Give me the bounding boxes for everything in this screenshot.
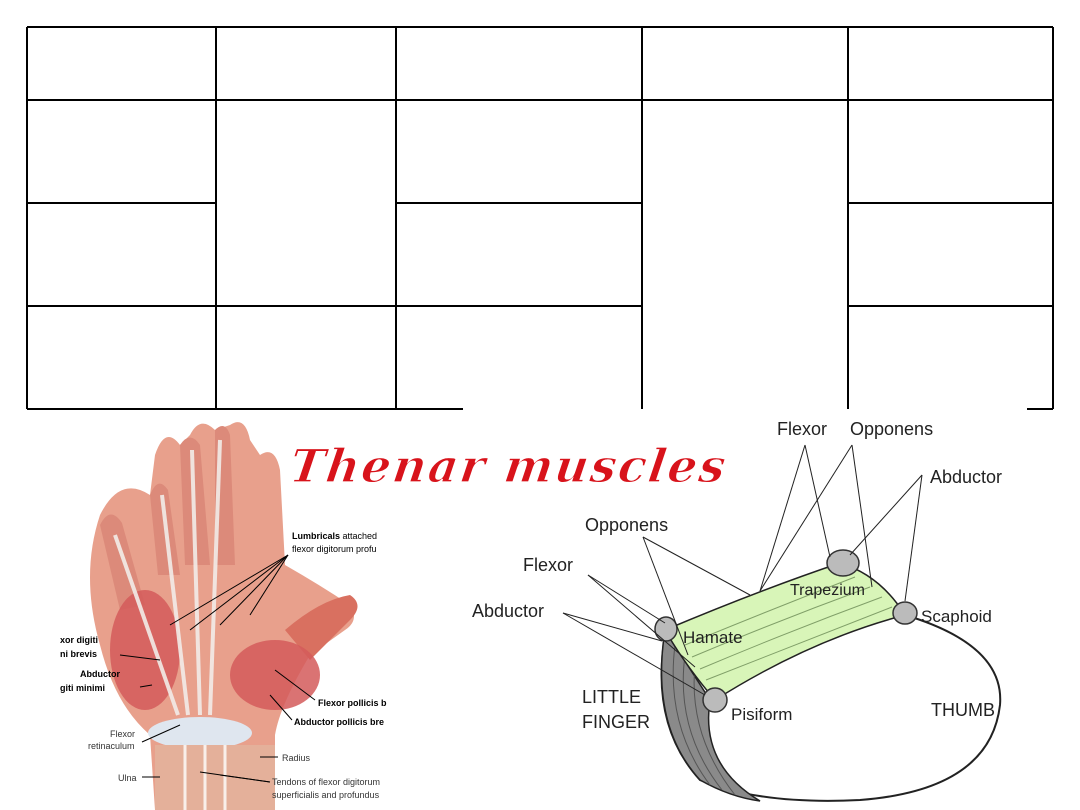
label-flexor-left: Flexor (523, 555, 573, 575)
forearm (155, 745, 275, 810)
thumb (285, 595, 358, 660)
label-abductor-digiti-2: giti minimi (60, 683, 105, 693)
page-title: Thenar muscles (290, 439, 731, 493)
label-opponens-top: Opponens (850, 419, 933, 439)
label-scaphoid: Scaphoid (921, 607, 992, 626)
hypothenar-muscle (110, 590, 180, 710)
label-abductor-right: Abductor (930, 467, 1002, 487)
label-trapezium: Trapezium (790, 582, 865, 599)
label-flexor-digiti-2: ni brevis (60, 649, 97, 659)
label-lumbricals: Lumbricals (292, 531, 340, 541)
label-pisiform: Pisiform (731, 705, 792, 724)
label-lumbricals-line2: flexor digitorum profu (292, 544, 377, 554)
trapezium-bone (826, 549, 860, 577)
hamate-bone (654, 616, 678, 642)
carpal-tunnel-diagram: Flexor Opponens Abductor Opponens Flexor… (472, 419, 1002, 802)
label-lumbricals-rest: attached (340, 531, 377, 541)
label-abductor-digiti-1: Abductor (80, 669, 120, 679)
label-little-finger-2: FINGER (582, 712, 650, 732)
label-abductor-pollicis: Abductor pollicis bre (294, 717, 384, 727)
carpal-shadow (660, 627, 761, 802)
pisiform-bone (702, 687, 728, 713)
label-flexor-retinaculum-1: Flexor (110, 729, 135, 739)
label-hamate: Hamate (683, 628, 743, 647)
thenar-muscle (230, 640, 320, 710)
empty-table (26, 26, 1054, 410)
label-flexor-top: Flexor (777, 419, 827, 439)
label-flexor-retinaculum-2: retinaculum (88, 741, 135, 751)
label-abductor-left: Abductor (472, 601, 544, 621)
label-radius: Radius (282, 753, 311, 763)
flexor-retinaculum (148, 717, 252, 749)
label-ulna: Ulna (118, 773, 137, 783)
hand-anatomy-illustration: Lumbricals attached flexor digitorum pro… (60, 422, 387, 810)
label-thumb: THUMB (931, 700, 995, 720)
label-little-finger-1: LITTLE (582, 687, 641, 707)
svg-text:Lumbricals attached: Lumbricals attached (292, 531, 377, 541)
label-flexor-pollicis: Flexor pollicis b (318, 698, 387, 708)
title-wordart: Thenar muscles (290, 439, 732, 494)
label-tendons-1: Tendons of flexor digitorum (272, 777, 380, 787)
label-flexor-digiti-1: xor digiti (60, 635, 98, 645)
label-opponens-left: Opponens (585, 515, 668, 535)
scaphoid-bone (892, 601, 918, 625)
label-tendons-2: superficialis and profundus (272, 790, 380, 800)
